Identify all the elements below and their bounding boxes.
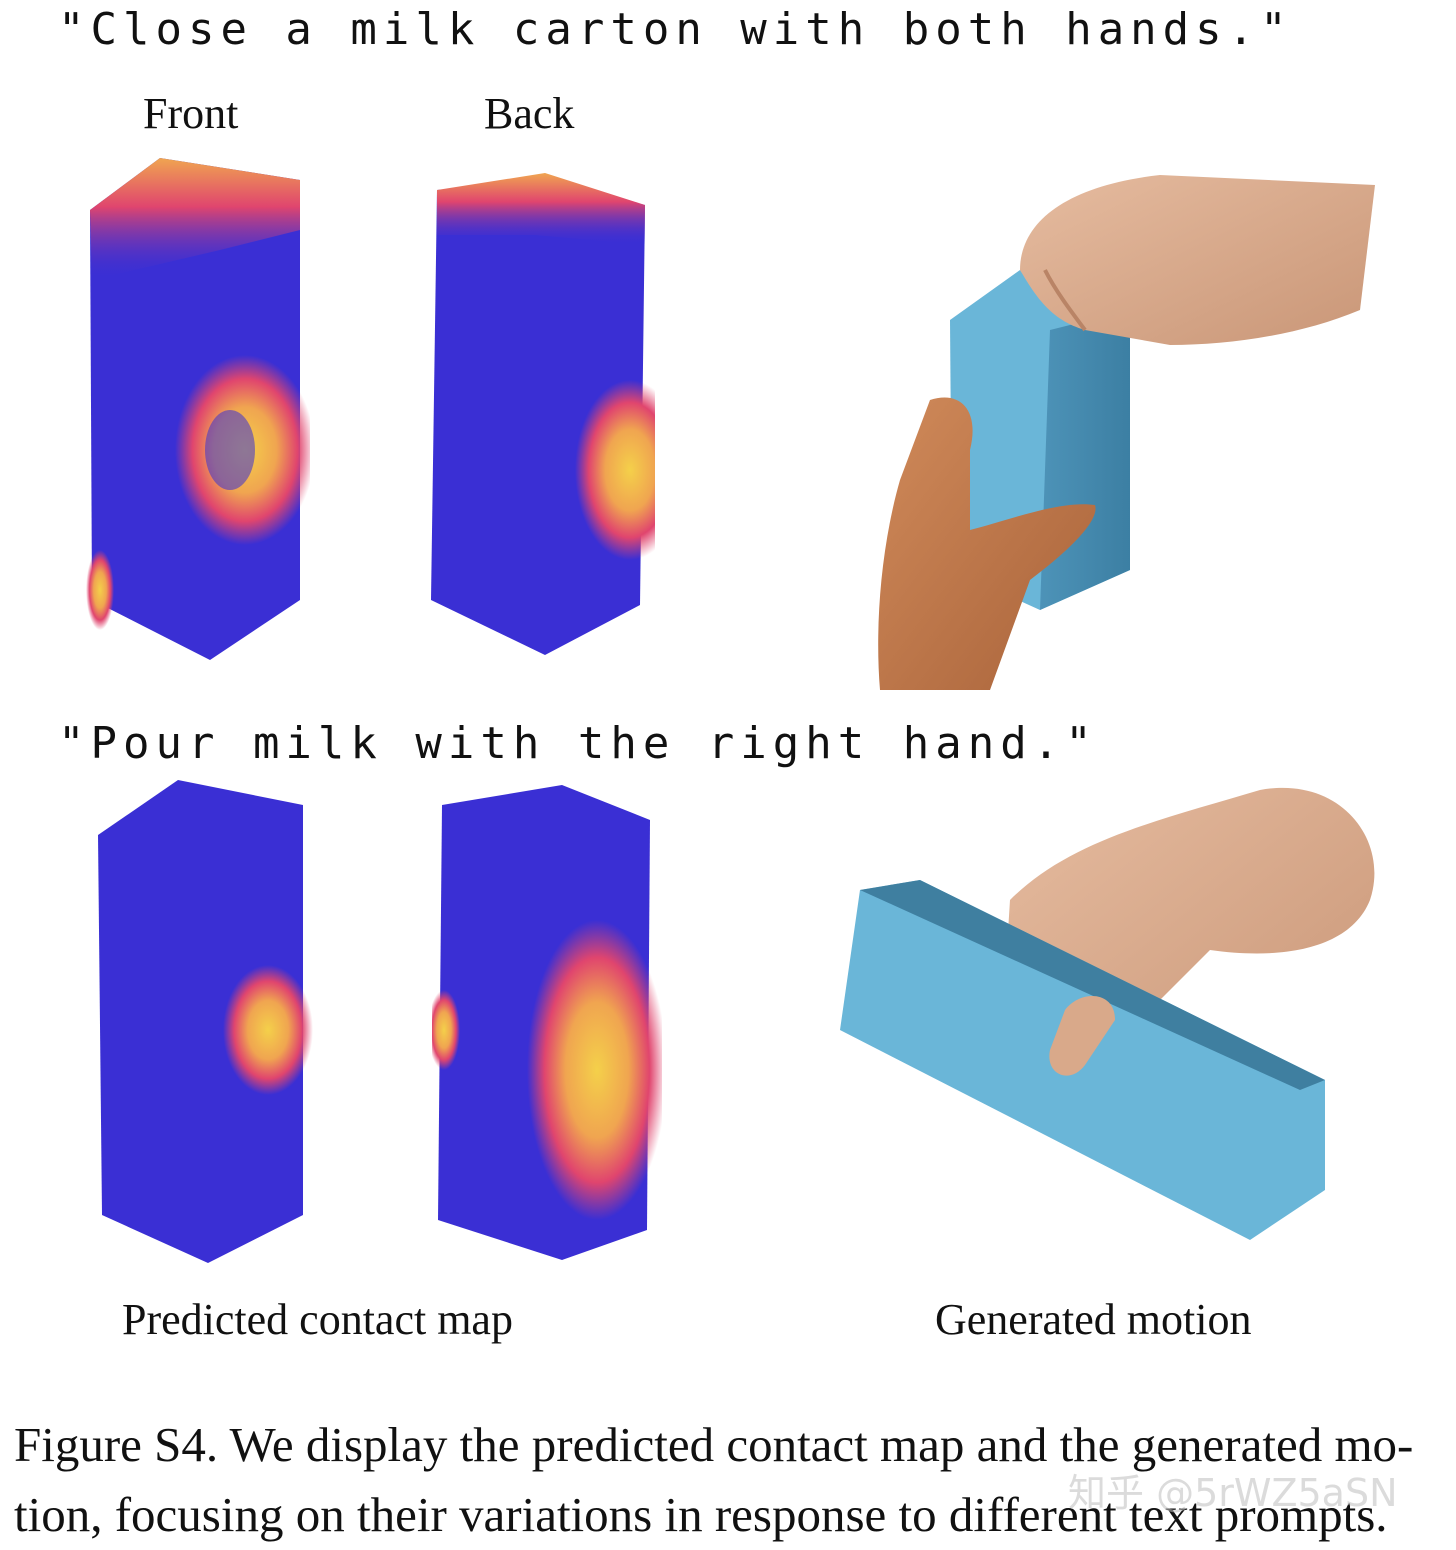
figure-caption: Figure S4. We display the predicted cont… <box>14 1410 1446 1550</box>
generated-motion-row-1 <box>878 175 1375 690</box>
contact-map-front-row-2 <box>98 780 313 1263</box>
generated-motion-row-2 <box>840 787 1375 1240</box>
back-view-label: Back <box>484 89 575 138</box>
contact-map-back-row-2 <box>432 785 662 1260</box>
motion-column-label: Generated motion <box>935 1295 1252 1344</box>
contact-map-front-row-1 <box>86 158 310 660</box>
prompt-row-2: "Pour milk with the right hand." <box>58 718 1098 769</box>
front-view-label: Front <box>143 89 239 138</box>
contact-map-column-label: Predicted contact map <box>122 1295 513 1344</box>
watermark: 知乎 @5rWZ5aSN <box>1068 1471 1398 1515</box>
caption-line-2: tion, focusing on their variations in re… <box>14 1487 1388 1542</box>
contact-map-back-row-1 <box>431 173 655 655</box>
prompt-row-1: "Close a milk carton with both hands." <box>58 4 1293 55</box>
caption-line-1: Figure S4. We display the predicted cont… <box>14 1417 1414 1472</box>
